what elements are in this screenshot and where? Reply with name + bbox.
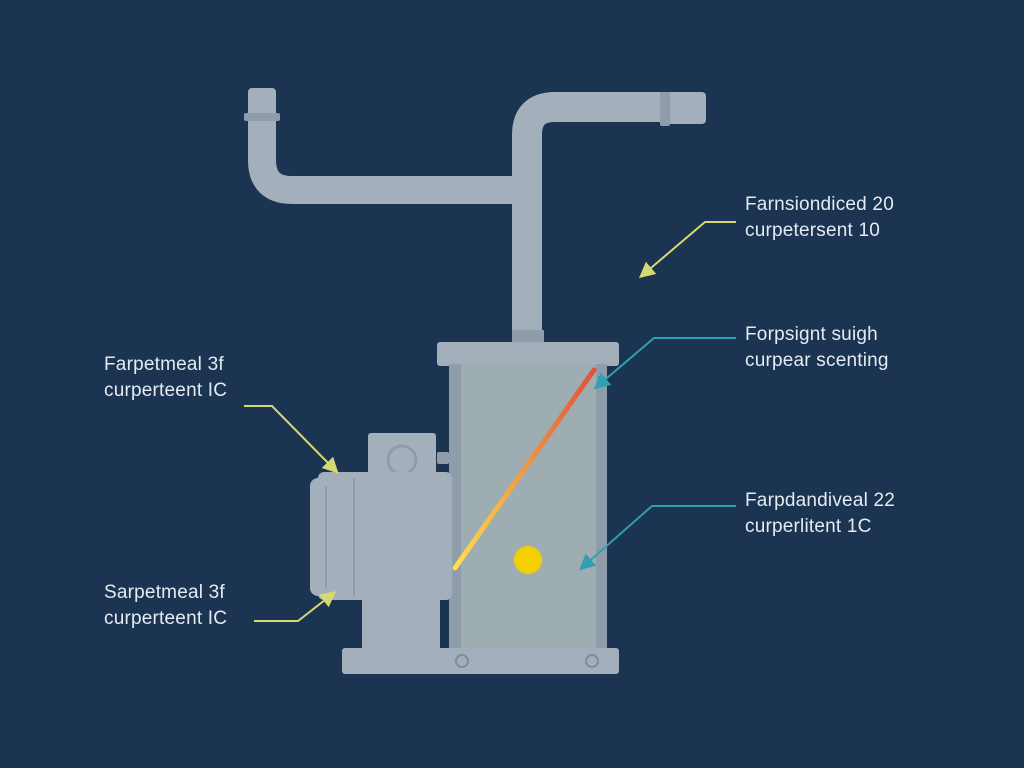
tank-icon bbox=[437, 342, 619, 650]
leader-line-top-right bbox=[638, 221, 736, 279]
leader-line-mid-right bbox=[593, 337, 736, 390]
callout-mid-right-line1: Forpsignt suigh bbox=[745, 324, 878, 345]
pipe-collar bbox=[512, 330, 544, 344]
callout-lower-right-line1: Farpdandiveal 22 bbox=[745, 490, 896, 511]
callout-top-right-line2: curpetersent 10 bbox=[745, 220, 881, 241]
callout-lower-left-line2: curperteent IC bbox=[104, 608, 228, 629]
base-plate bbox=[342, 648, 619, 674]
leader-line-upper-left bbox=[244, 405, 339, 474]
callout-upper-left-line1: Farpetmeal 3f bbox=[104, 354, 224, 375]
callout-upper-left: Farpetmeal 3f curperteent IC bbox=[104, 352, 227, 404]
leader-line-lower-right bbox=[578, 505, 736, 571]
callout-mid-right-line2: curpear scenting bbox=[745, 350, 889, 371]
callout-lower-right-line2: curperlitent 1C bbox=[745, 516, 872, 537]
pipe-fittings bbox=[244, 88, 706, 126]
leader-line-lower-left bbox=[254, 591, 337, 622]
pipe-icon bbox=[248, 92, 690, 335]
callout-mid-right: Forpsignt suigh curpear scenting bbox=[745, 322, 889, 374]
callout-top-right-line1: Farnsiondiced 20 bbox=[745, 194, 894, 215]
motor-icon bbox=[310, 433, 452, 650]
callout-lower-left-line1: Sarpetmeal 3f bbox=[104, 582, 225, 603]
callout-lower-right: Farpdandiveal 22 curperlitent 1C bbox=[745, 488, 895, 540]
heat-gradient-line bbox=[452, 367, 597, 571]
callout-upper-left-line2: curperteent IC bbox=[104, 380, 228, 401]
callout-top-right: Farnsiondiced 20 curpetersent 10 bbox=[745, 192, 894, 244]
indicator-light-icon bbox=[514, 546, 542, 574]
callout-lower-left: Sarpetmeal 3f curperteent IC bbox=[104, 580, 227, 632]
